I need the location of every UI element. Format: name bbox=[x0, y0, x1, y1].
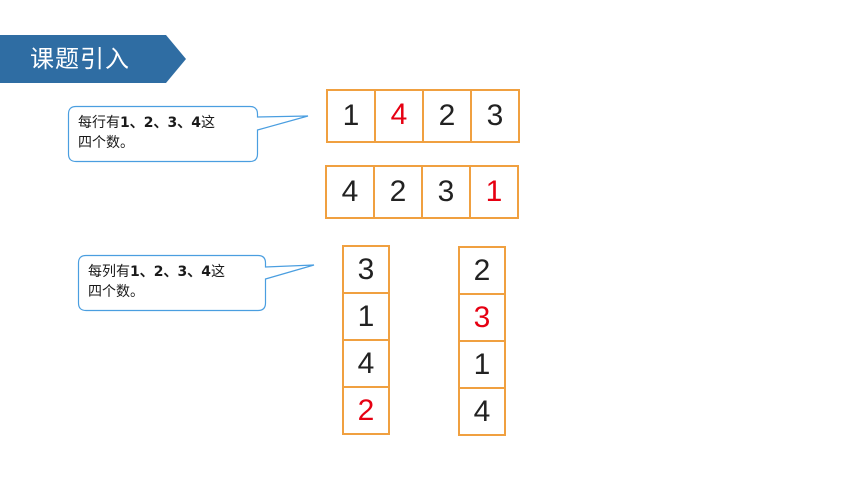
column-callout-text: 每列有1、2、3、4这 四个数。 bbox=[88, 262, 225, 302]
banner-shape bbox=[0, 35, 186, 83]
row-callout-numbers: 1、2、3、4 bbox=[120, 115, 201, 131]
column-callout-suffix: 这 bbox=[210, 264, 225, 280]
number-column-1: 3 1 4 2 bbox=[342, 245, 390, 435]
row-callout-line2: 四个数。 bbox=[78, 135, 134, 151]
row-callout-bubble bbox=[67, 105, 309, 163]
title-banner: 课题引入 bbox=[0, 35, 186, 83]
grid-cell: 4 bbox=[325, 165, 375, 219]
grid-cell: 3 bbox=[342, 245, 390, 294]
grid-cell: 2 bbox=[373, 165, 423, 219]
grid-cell-highlighted: 3 bbox=[458, 293, 506, 342]
grid-cell: 2 bbox=[422, 89, 472, 143]
banner-title: 课题引入 bbox=[30, 45, 130, 73]
grid-cell: 3 bbox=[421, 165, 471, 219]
row-callout-text: 每行有1、2、3、4这 四个数。 bbox=[78, 113, 215, 153]
grid-cell: 4 bbox=[458, 387, 506, 436]
number-column-2: 2 3 1 4 bbox=[458, 246, 506, 436]
grid-cell: 3 bbox=[470, 89, 520, 143]
grid-cell: 2 bbox=[458, 246, 506, 295]
grid-cell: 1 bbox=[458, 340, 506, 389]
column-callout-prefix: 每列有 bbox=[88, 264, 130, 280]
row-callout: 每行有1、2、3、4这 四个数。 bbox=[67, 105, 309, 163]
grid-cell: 1 bbox=[326, 89, 376, 143]
grid-cell: 1 bbox=[342, 292, 390, 341]
grid-cell-highlighted: 4 bbox=[374, 89, 424, 143]
grid-cell-highlighted: 2 bbox=[342, 386, 390, 435]
row-callout-prefix: 每行有 bbox=[78, 115, 120, 131]
column-callout-line2: 四个数。 bbox=[88, 284, 144, 300]
column-callout-bubble bbox=[77, 254, 315, 312]
column-callout: 每列有1、2、3、4这 四个数。 bbox=[77, 254, 315, 312]
column-callout-numbers: 1、2、3、4 bbox=[130, 264, 211, 280]
row-callout-suffix: 这 bbox=[200, 115, 215, 131]
number-row-1: 1 4 2 3 bbox=[326, 89, 520, 143]
grid-cell-highlighted: 1 bbox=[469, 165, 519, 219]
number-row-2: 4 2 3 1 bbox=[325, 165, 519, 219]
grid-cell: 4 bbox=[342, 339, 390, 388]
